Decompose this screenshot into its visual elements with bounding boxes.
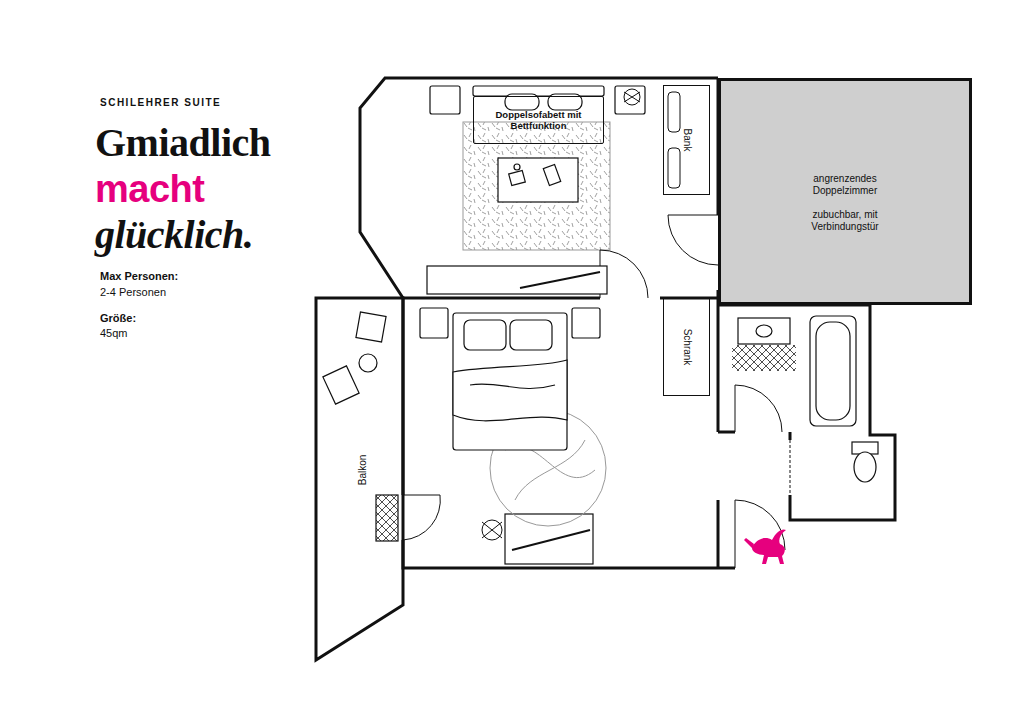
bed: [510, 320, 552, 350]
bathroom-fixtures: [810, 316, 856, 426]
bed: [453, 313, 567, 450]
sofa-furniture: [498, 158, 578, 202]
doors: [403, 495, 440, 496]
bathroom-fixtures: [854, 452, 876, 482]
bed: [420, 308, 448, 338]
title-line: glücklich.: [95, 212, 271, 258]
sofa-furniture: [473, 86, 604, 96]
doors: [668, 215, 718, 216]
plant: [624, 89, 640, 105]
info-heading: Größe:: [100, 312, 136, 324]
walls: [718, 431, 735, 434]
walls: [360, 78, 718, 298]
walls: [717, 290, 720, 432]
wardrobe: Schrank: [663, 298, 710, 396]
doors: [668, 215, 718, 265]
doors: [735, 385, 736, 432]
sideboards: [505, 514, 593, 564]
title-line: macht: [95, 166, 271, 212]
sofa-furniture: [430, 86, 460, 114]
adjacent-room: angrenzendes Doppelzimmer zubuchbar, mit …: [718, 78, 972, 305]
sideboards: [427, 266, 607, 294]
bed: [464, 320, 506, 350]
sofa-furniture: [615, 86, 645, 114]
doors: [790, 440, 791, 495]
bed: [572, 308, 600, 338]
balcony-furniture: [356, 312, 386, 342]
balcony-furniture: [376, 495, 398, 541]
info-value: 45qm: [100, 327, 128, 339]
bank-cushions: [668, 92, 680, 188]
bed: [420, 308, 600, 450]
walls: [403, 297, 600, 300]
balcony-furniture: [323, 312, 398, 541]
balcony-furniture: [323, 366, 359, 404]
room-label: angrenzendes Doppelzimmer: [790, 173, 900, 197]
sofa-furniture: [509, 170, 526, 185]
sofa-furniture: [430, 86, 645, 202]
sideboards: [427, 266, 607, 564]
balcony: Balkon: [316, 298, 403, 660]
doors: [735, 385, 782, 432]
walls: [717, 500, 720, 568]
bathroom-fixtures: [756, 325, 772, 337]
room-label: Doppelsofabett mit Bettfunktion: [495, 109, 583, 131]
bed: [453, 360, 567, 421]
bathroom-fixtures: [738, 318, 790, 344]
bathroom-fixtures: [732, 345, 796, 371]
plant: [428, 89, 640, 540]
sideboards: [520, 272, 600, 288]
room-fills: [718, 305, 895, 520]
info-heading: Max Personen:: [100, 270, 178, 282]
doors: [403, 495, 440, 540]
plant: [482, 522, 502, 538]
pegasus-logo: [744, 529, 786, 564]
sofa-furniture: [543, 164, 560, 185]
pegasus-logo: [744, 529, 786, 564]
rug: [463, 122, 610, 250]
info-value: 2-4 Personen: [100, 286, 166, 298]
plant: [482, 520, 502, 540]
balcony-outline: [316, 298, 403, 660]
bed: [470, 384, 555, 389]
bathroom-fixtures: [816, 322, 850, 420]
room-label: Schrank: [681, 329, 693, 366]
bathroom-fixtures: [732, 316, 878, 482]
balcony-furniture: [359, 354, 377, 372]
bench: Bank: [663, 85, 710, 195]
suite-name: SCHILEHRER SUITE: [100, 97, 221, 108]
sofa-furniture: [514, 164, 520, 170]
room-label: zubuchbar, mit Verbindungstür: [790, 209, 900, 233]
title: Gmiadlich macht glücklich.: [95, 120, 271, 258]
plant: [624, 92, 640, 102]
bank-cushions: [668, 92, 680, 132]
room-label: Balkon: [357, 455, 369, 486]
sideboards: [512, 530, 590, 550]
doors: [735, 500, 736, 568]
walls: [789, 432, 792, 440]
title-line: Gmiadlich: [95, 120, 271, 166]
sofa-bed: Doppelsofabett mit Bettfunktion: [473, 96, 604, 144]
rug: [463, 122, 610, 250]
room-fills: [360, 78, 718, 298]
walls: [718, 305, 895, 520]
bank-cushions: [668, 148, 680, 188]
room-label: Bank: [681, 129, 693, 152]
